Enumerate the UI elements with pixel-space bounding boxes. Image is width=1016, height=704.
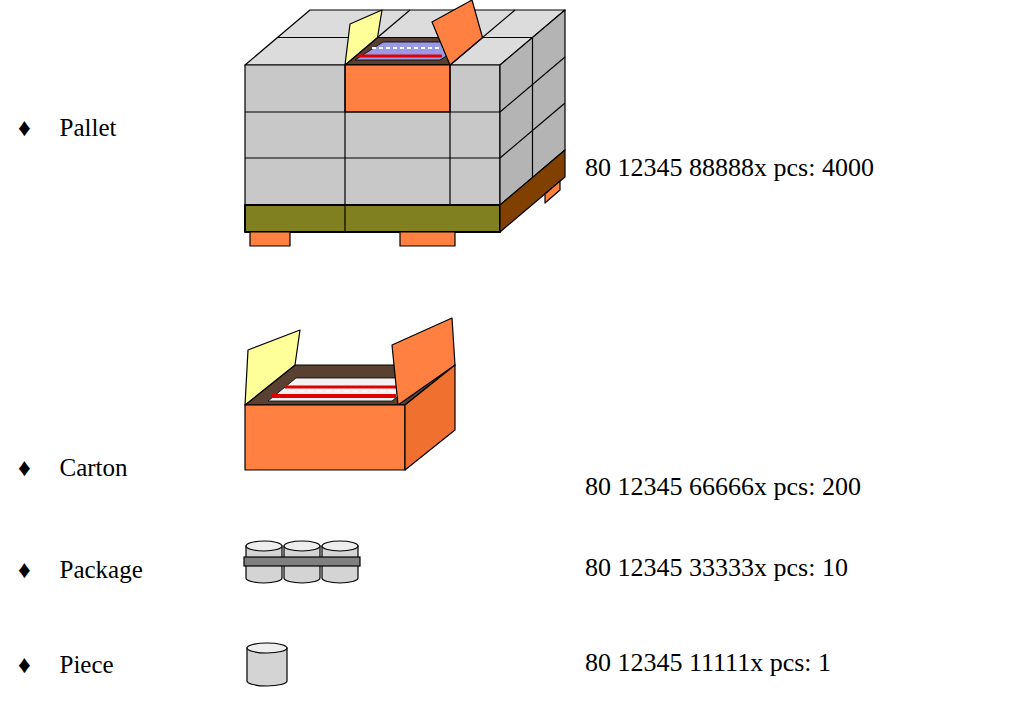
pallet-grid-line: [245, 157, 500, 158]
level-name: ♦ Carton: [18, 454, 128, 483]
carton-front: [245, 405, 405, 470]
carton-flap-yellow: [245, 330, 300, 405]
pallet-foot: [545, 181, 560, 203]
pallet-grid-line: [532, 38, 533, 178]
contents-stripe: [272, 394, 396, 398]
pallet-grid-line: [449, 65, 450, 205]
pallet-base-line: [344, 205, 345, 232]
pallet-illustration: [245, 0, 565, 246]
pallet-foot: [400, 232, 455, 246]
carton-side: [405, 365, 455, 470]
package-band: [244, 557, 360, 566]
pallet-grid-line: [344, 65, 345, 205]
contents-stripe: [285, 386, 408, 389]
cylinder-top: [322, 541, 358, 551]
carton-flap-orange: [432, 0, 483, 65]
article-code: 80 12345 33333x pcs: 10: [585, 553, 848, 583]
cylinder-top: [284, 541, 320, 551]
piece-illustration: [247, 643, 287, 686]
contents-stripe: [358, 55, 442, 58]
pallet-front-face: [245, 65, 500, 205]
contents-stripe: [290, 390, 400, 392]
carton-front: [345, 65, 450, 112]
article-code: 80 12345 11111x pcs: 1: [585, 648, 831, 678]
carton-illustration: [245, 318, 455, 470]
level-name: ♦ Piece: [18, 651, 114, 680]
article-code: 80 12345 88888x pcs: 4000: [585, 153, 874, 183]
cylinder-body: [247, 648, 287, 686]
article-code: 80 12345 66666x pcs: 200: [585, 472, 861, 502]
pallet-base-side: [500, 150, 565, 232]
pallet-foot: [250, 232, 290, 246]
level-name: ♦ Pallet: [18, 114, 116, 143]
cylinder-top: [246, 541, 282, 551]
pallet-base-front: [245, 205, 500, 232]
package-illustration: [244, 541, 360, 583]
cylinder-top: [247, 643, 287, 653]
level-name: ♦ Package: [18, 556, 143, 585]
carton-flap-yellow: [345, 10, 382, 65]
pallet-grid-line: [245, 111, 500, 112]
